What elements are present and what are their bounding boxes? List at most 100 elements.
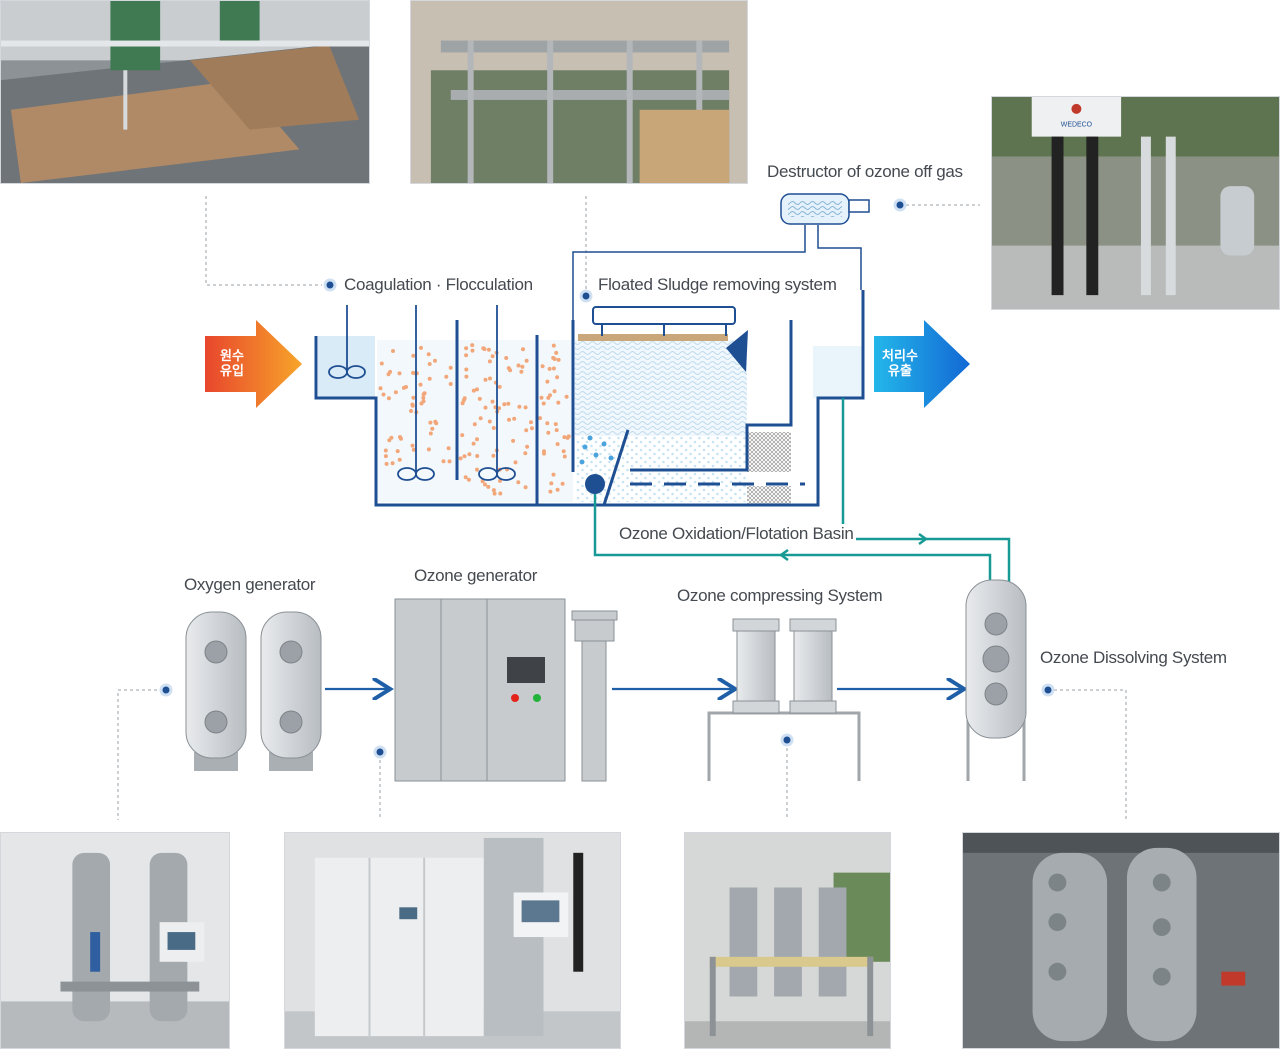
outflow-arrow-label: 처리수 유출 <box>878 349 922 379</box>
floc-dot <box>419 345 423 350</box>
floc-dot <box>447 459 452 464</box>
wedeco-sign-text: WEDECO <box>1061 122 1093 129</box>
floc-dot <box>411 353 416 358</box>
floc-dot <box>490 354 495 359</box>
floc-dot <box>458 456 463 461</box>
floc-dot <box>379 361 384 366</box>
floc-dot <box>464 367 469 372</box>
floc-dot <box>384 461 389 466</box>
floc-dot <box>418 382 423 387</box>
floc-dot <box>545 379 550 384</box>
photo-coagulation-tank <box>0 0 370 184</box>
floc-dot <box>422 391 427 396</box>
floc-dot <box>486 484 491 489</box>
floc-dot <box>551 366 556 371</box>
floc-dot <box>410 402 415 407</box>
floc-dot <box>411 395 416 400</box>
inflow-arrow <box>205 320 302 408</box>
floc-dot <box>421 399 426 404</box>
floc-dot <box>498 491 503 496</box>
floc-dot <box>470 343 475 348</box>
floc-dot <box>483 482 487 487</box>
floc-dot <box>464 346 469 351</box>
floc-dot <box>523 405 528 410</box>
floc-dot <box>460 433 465 438</box>
floc-dot <box>477 396 482 401</box>
floc-dot <box>486 347 491 352</box>
floc-dot <box>523 451 528 456</box>
floc-dot <box>483 377 488 382</box>
floc-dot <box>506 401 511 406</box>
floc-dot <box>492 491 497 496</box>
floc-dot <box>383 454 388 459</box>
floc-dot <box>555 375 560 380</box>
outflow-label-line2: 유출 <box>888 364 912 379</box>
floc-dot <box>430 426 435 431</box>
label-oxygen-generator: Oxygen generator <box>184 575 316 594</box>
flotation-tank <box>314 290 865 507</box>
floc-dot <box>549 481 554 486</box>
floc-dot <box>475 437 479 442</box>
floc-dot <box>513 460 518 465</box>
photo-destructor: WEDECO <box>991 96 1280 310</box>
photo-ozone-generator <box>284 832 621 1049</box>
floc-dot <box>388 369 393 374</box>
off-gas-piping <box>572 225 862 320</box>
label-floated-sludge: Floated Sludge removing system <box>598 275 837 294</box>
floc-dot <box>467 452 472 457</box>
floc-dot <box>410 443 415 448</box>
floc-dot <box>427 362 432 366</box>
floc-dot <box>542 449 546 454</box>
floc-dot <box>475 467 479 472</box>
floc-dot <box>556 400 561 405</box>
floc-dot <box>551 472 556 477</box>
floc-dot <box>491 453 496 458</box>
floc-dot <box>426 352 431 357</box>
floc-dot <box>538 416 542 421</box>
floc-dot <box>463 475 468 480</box>
floc-dot <box>541 401 546 406</box>
floc-dot <box>554 428 559 433</box>
floc-dot <box>483 405 488 410</box>
floc-dot <box>401 385 406 390</box>
floc-dot <box>562 435 567 440</box>
floc-dot <box>545 421 550 426</box>
floc-dot <box>507 417 511 422</box>
floc-dot <box>462 454 467 459</box>
floc-dot <box>552 357 557 361</box>
floc-dot <box>466 477 471 482</box>
label-coagulation: Coagulation · Flocculation <box>344 275 533 294</box>
floc-dot <box>491 488 496 493</box>
sludge-scraper <box>592 306 736 336</box>
leader-lines <box>117 196 1127 820</box>
photo-flotation-basin <box>410 0 748 184</box>
floc-dot <box>556 357 561 362</box>
floc-dot <box>464 374 469 379</box>
floc-dot <box>516 363 521 368</box>
floc-dot <box>446 446 451 451</box>
floc-dot <box>560 481 565 486</box>
floc-dot <box>529 420 533 425</box>
inflow-arrow-label: 원수 유입 <box>212 349 252 379</box>
floc-dot <box>555 442 560 447</box>
mixers <box>328 305 516 481</box>
floc-dot <box>381 392 386 397</box>
floc-dot <box>487 419 492 424</box>
floc-dot <box>448 382 453 386</box>
photo-ozone-dissolving <box>962 832 1280 1049</box>
floc-dot <box>397 457 402 462</box>
label-basin: Ozone Oxidation/Flotation Basin <box>617 524 856 544</box>
floc-dot <box>511 438 516 443</box>
floc-dot <box>525 444 530 449</box>
ozone-feed-line <box>593 398 1011 585</box>
floc-dot <box>523 485 528 490</box>
outflow-label-line1: 처리수 <box>882 349 918 364</box>
floc-dot <box>555 487 560 492</box>
floc-dot <box>508 368 513 373</box>
floc-dot <box>516 480 521 485</box>
floc-dot <box>448 365 453 370</box>
floc-dot <box>482 347 487 352</box>
floc-dot <box>409 409 413 413</box>
floc-dot <box>552 389 557 394</box>
